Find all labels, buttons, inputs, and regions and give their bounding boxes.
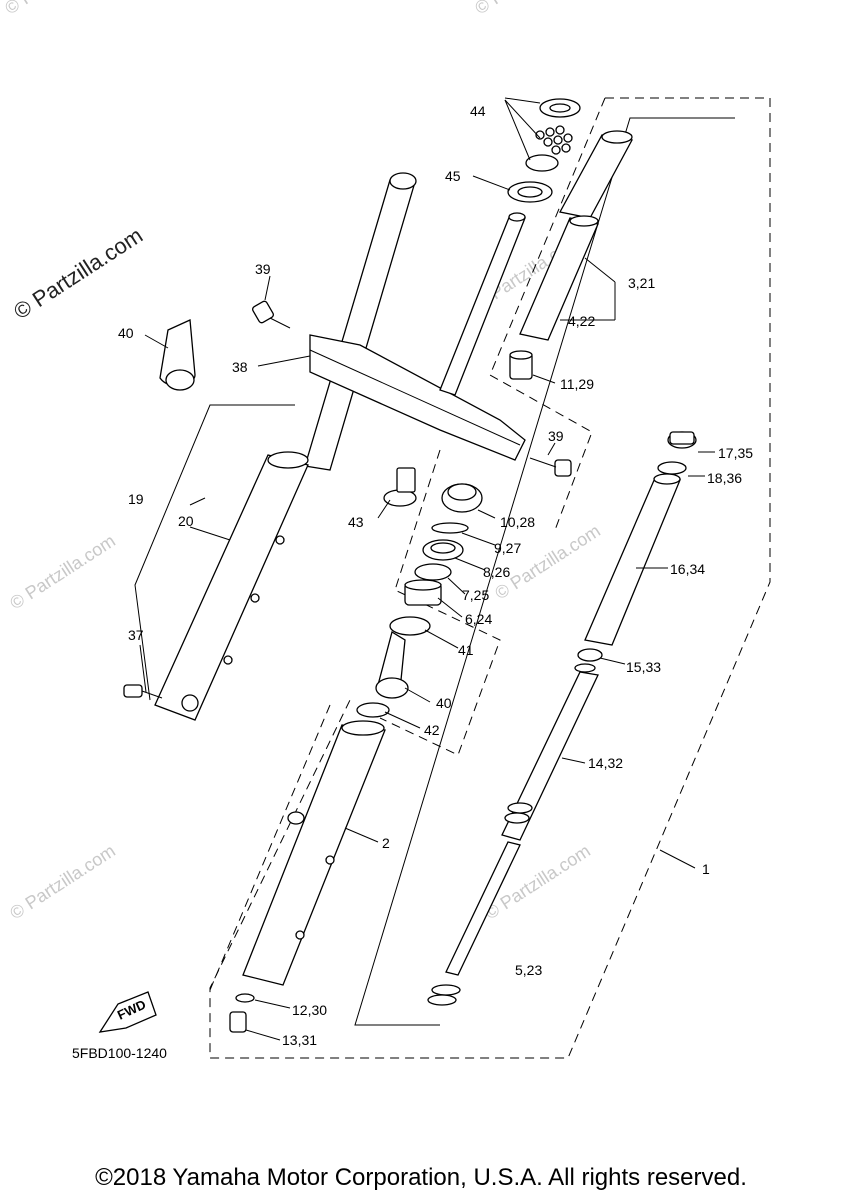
callout-17-35: 17,35 (718, 445, 753, 461)
callout-1: 1 (702, 861, 710, 877)
callout-18-36: 18,36 (707, 470, 742, 486)
bolt-39-lower (529, 457, 572, 477)
bushing-6-24 (404, 579, 442, 606)
inner-tube-19 (304, 172, 417, 471)
callout-43: 43 (348, 514, 364, 530)
assembly-outlines (209, 97, 771, 1059)
seal-15-33 (577, 648, 603, 662)
part-7-25 (414, 563, 452, 581)
callout-39-upper: 39 (255, 261, 271, 277)
bracket-1 (354, 117, 735, 1026)
callout-16-34: 16,34 (670, 561, 705, 577)
callout-6-24: 6,24 (465, 611, 492, 627)
collar-11-29 (509, 350, 533, 380)
callout-39-lower: 39 (548, 428, 564, 444)
copyright-notice: ©2018 Yamaha Motor Corporation, U.S.A. A… (95, 1164, 747, 1191)
callout-3-21: 3,21 (628, 275, 655, 291)
bolt-37 (123, 684, 163, 699)
bracket-lines (134, 117, 735, 1026)
bearing-44 (525, 98, 581, 172)
bracket-19-20 (134, 404, 295, 701)
callout-10-28: 10,28 (500, 514, 535, 530)
watermark-tile: © Partzilla.com (491, 521, 604, 604)
tube-4-22 (519, 215, 599, 341)
steering-stem-outline (489, 97, 606, 531)
part-43 (383, 467, 417, 507)
diagram-code: 5FBD100-1240 (72, 1045, 167, 1061)
callout-40-left: 40 (118, 325, 134, 341)
callout-4-22: 4,22 (568, 313, 595, 329)
callout-11-29: 11,29 (560, 376, 594, 392)
seal-42 (356, 702, 390, 718)
washer-12-30 (235, 993, 255, 1003)
leader-lines (139, 97, 715, 1041)
tube-16-34 (584, 473, 681, 646)
callout-9-27: 9,27 (494, 540, 521, 556)
under-bracket-38 (309, 334, 526, 461)
bolt-13-31 (229, 1011, 247, 1033)
watermark-tile: © Partzilla.com (1, 0, 114, 18)
cover-40-right (375, 630, 409, 699)
callout-5-23: 5,23 (515, 962, 542, 978)
clip-9-27 (431, 522, 469, 534)
watermark-tile: © Partzilla.com (6, 531, 119, 614)
callout-2: 2 (382, 835, 390, 851)
steering-stem (439, 212, 526, 396)
seal-kit-outline (379, 449, 501, 756)
callout-13-31: 13,31 (282, 1032, 317, 1048)
seal-10-28 (441, 483, 483, 513)
callout-44: 44 (470, 103, 486, 119)
rod-5-23 (427, 841, 521, 1006)
bearing-45 (507, 181, 553, 203)
callout-8-26: 8,26 (483, 564, 510, 580)
watermark-tile: © Partzilla.com (6, 841, 119, 924)
washer-8-26 (422, 539, 464, 561)
callouts: 44 45 3,21 4,22 39 40 38 11,29 39 17,35 … (72, 103, 753, 1061)
callout-14-32: 14,32 (588, 755, 623, 771)
cap-17-35 (667, 431, 697, 449)
outer-tube-20 (154, 451, 309, 721)
callout-7-25: 7,25 (462, 587, 489, 603)
callout-40-right: 40 (436, 695, 452, 711)
oring-18-36 (657, 461, 687, 475)
fwd-arrow-icon: FWD (98, 991, 157, 1033)
bolt-39-upper (252, 300, 291, 329)
tube-3-21 (559, 130, 634, 219)
inner-tube-assembly-outline (209, 97, 771, 1059)
damper-rod-14-32 (501, 663, 599, 841)
outer-tube-2 (242, 720, 386, 986)
bushing-41 (389, 616, 431, 636)
callout-45: 45 (445, 168, 461, 184)
cover-40-left (159, 319, 196, 391)
callout-42: 42 (424, 722, 440, 738)
outer-tube-outline (209, 704, 331, 991)
callout-20: 20 (178, 513, 194, 529)
callout-12-30: 12,30 (292, 1002, 327, 1018)
callout-37: 37 (128, 627, 144, 643)
callout-38: 38 (232, 359, 248, 375)
callout-19: 19 (128, 491, 144, 507)
callout-15-33: 15,33 (626, 659, 661, 675)
watermark-tile: © Partzilla.com (471, 0, 584, 18)
watermark-main: © Partzilla.com (9, 222, 147, 324)
callout-41: 41 (458, 642, 474, 658)
